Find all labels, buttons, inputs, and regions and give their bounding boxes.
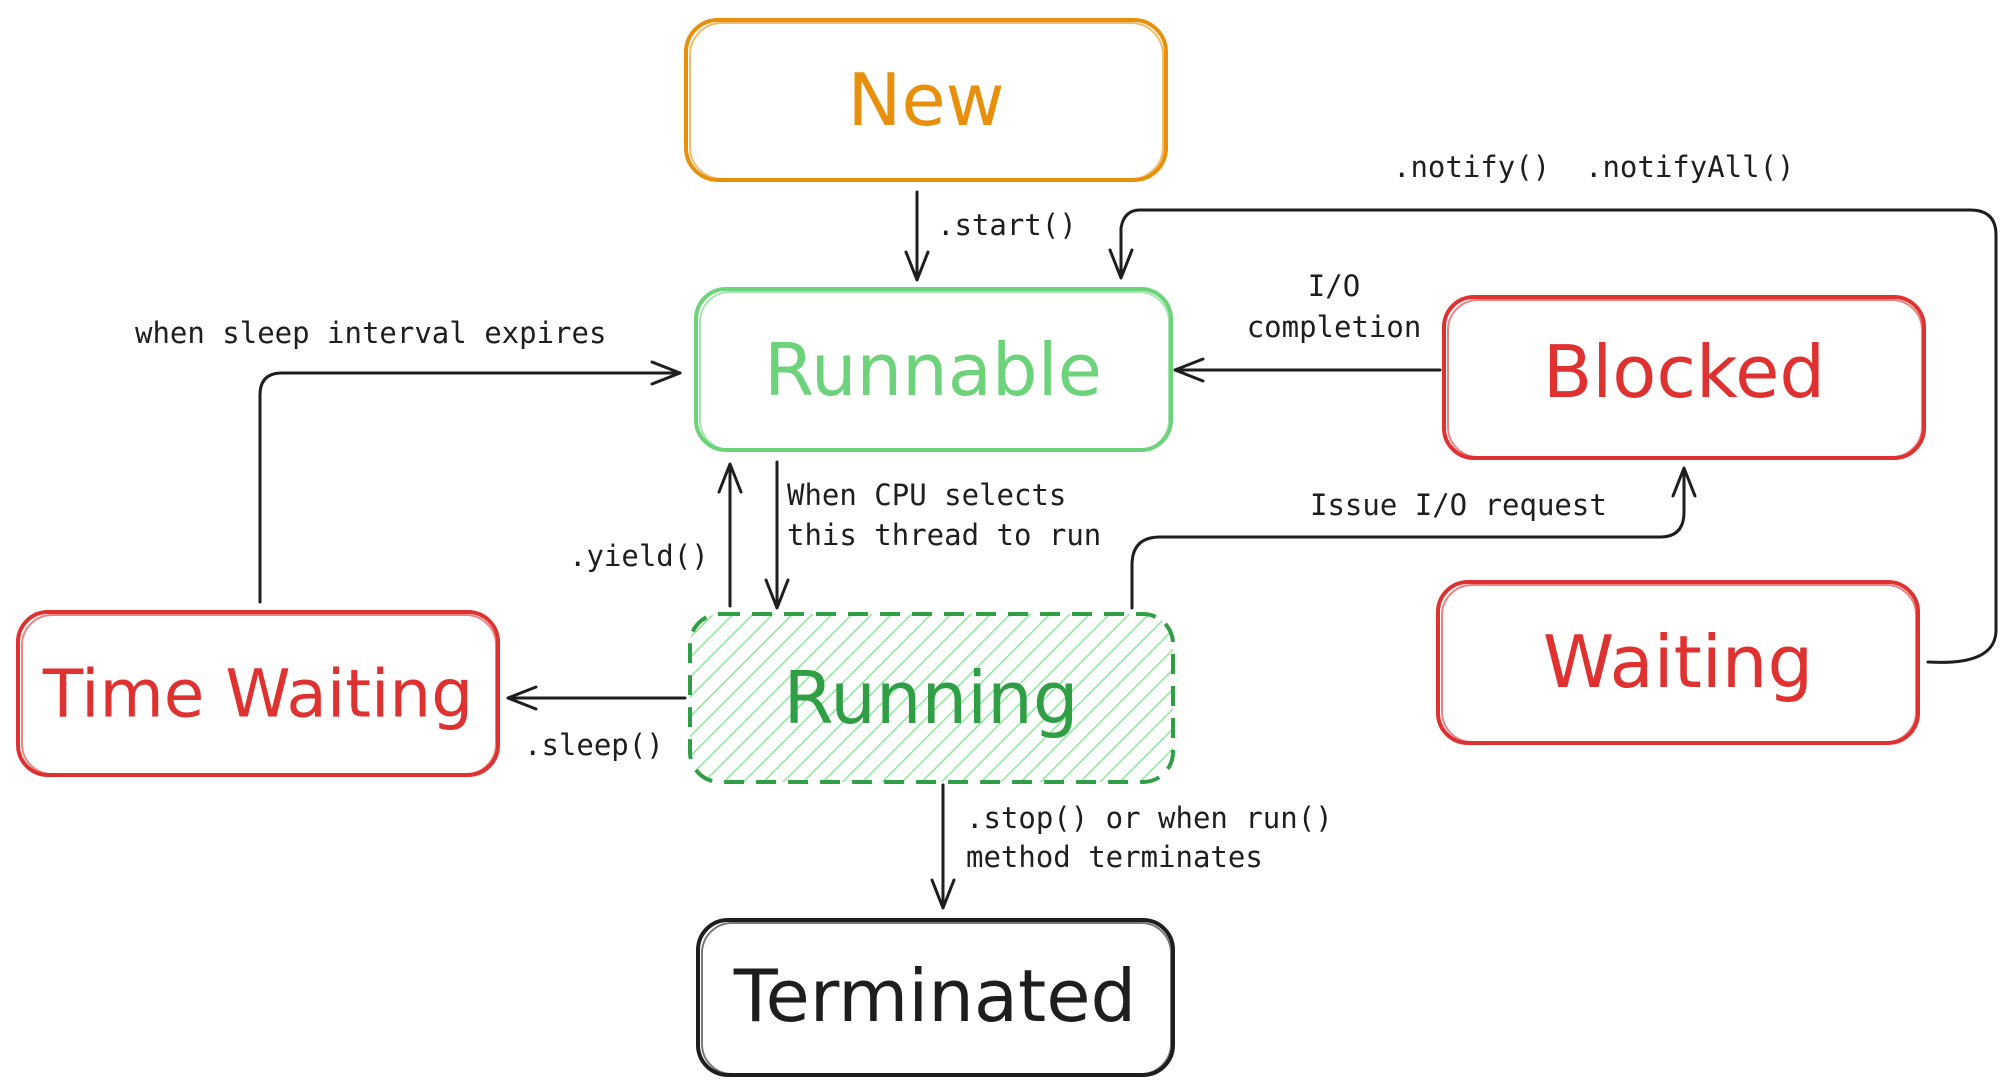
yield-label: .yield() [569,539,709,573]
state-running-label: Running [783,656,1078,740]
io-completion-label-line1: I/O [1308,269,1360,303]
edge-running-to-runnable [717,462,743,608]
state-blocked-label: Blocked [1543,330,1825,414]
io-completion-label-line2: completion [1247,310,1422,344]
notify-all-label: .notifyAll() [1585,150,1795,184]
io-request-label: Issue I/O request [1310,488,1607,522]
edge-runnable-to-running [764,460,790,610]
edge-blocked-to-runnable [1173,357,1442,383]
edge-running-to-time-waiting [506,685,687,711]
state-time-waiting: Time Waiting [16,610,500,777]
state-new: New [684,18,1168,182]
edge-running-to-terminated [930,783,956,910]
edge-time-waiting-to-runnable [258,360,682,604]
state-waiting: Waiting [1436,580,1920,745]
stop-label-line1: .stop() or when run() [966,801,1333,835]
state-terminated: Terminated [696,918,1175,1077]
edge-new-to-runnable [904,190,930,282]
edge-waiting-to-runnable [1108,208,1998,664]
sleep-label: .sleep() [524,728,664,762]
state-runnable-label: Runnable [764,328,1102,412]
state-waiting-label: Waiting [1543,620,1813,704]
state-blocked: Blocked [1442,295,1926,460]
state-terminated-label: Terminated [733,954,1137,1038]
state-runnable: Runnable [694,287,1173,452]
state-running: Running [688,612,1175,784]
cpu-selects-label-line2: this thread to run [787,518,1101,552]
state-time-waiting-label: Time Waiting [42,656,473,733]
notify-label: .notify() [1393,150,1550,184]
sleep-expires-label: when sleep interval expires [135,316,606,350]
state-new-label: New [847,58,1004,142]
start-label: .start() [937,208,1077,242]
cpu-selects-label-line1: When CPU selects [787,478,1066,512]
edge-running-to-blocked [1130,466,1697,610]
stop-label-line2: method terminates [966,840,1263,874]
